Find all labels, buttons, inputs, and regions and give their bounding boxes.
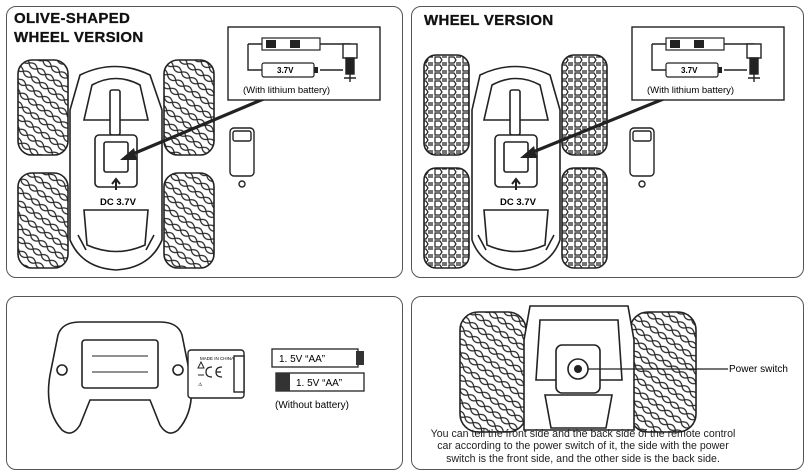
aa-battery-2-label: 1. 5V “AA”: [296, 378, 342, 389]
ce-mark-icon: [205, 366, 223, 378]
olive-wheel-front-right: [163, 59, 215, 156]
olive-wheel-rear-left: [17, 172, 69, 269]
olive-battery-caption: (With lithium battery): [243, 85, 330, 96]
wheel-battery-voltage: 3.7V: [681, 66, 698, 75]
remote-battery-caption: (Without battery): [275, 400, 349, 411]
olive-title-line1: OLIVE-SHAPED: [14, 10, 131, 27]
power-switch-icon: [567, 358, 589, 380]
note-line-3: switch is the front side, and the other …: [446, 452, 720, 465]
power-switch-label: Power switch: [729, 364, 788, 375]
tyre-wheel-front-right: [561, 54, 608, 156]
power-switch-note: You can tell the front side and the back…: [418, 428, 748, 465]
tyre-wheel-front-left: [423, 54, 470, 156]
wheel-charger-module: [629, 127, 655, 188]
tyre-wheel-rear-right: [561, 167, 608, 269]
wheel-usb-plug-icon: [746, 43, 762, 82]
note-line-2: car according to the power switch of it,…: [437, 440, 729, 453]
remote-cover-text: MADE IN CHINA: [200, 356, 234, 361]
olive-charger-module: [229, 127, 255, 188]
remote-cover-mark: ⚠: [198, 382, 203, 388]
olive-wheel-rear-right: [163, 172, 215, 269]
wheel-title: WHEEL VERSION: [424, 12, 554, 29]
olive-battery-voltage: 3.7V: [277, 66, 294, 75]
bottom-wheel-right: [629, 311, 697, 433]
wheel-up-arrow-icon: [511, 177, 521, 190]
aa-battery-2: [275, 372, 365, 392]
wheel-battery-callout: [631, 26, 785, 101]
wheel-pointer-arrow-icon: [520, 96, 667, 158]
aa-battery-1-label: 1. 5V “AA”: [279, 354, 325, 365]
olive-wheel-front-left: [17, 59, 69, 156]
olive-car-body: [69, 65, 163, 271]
remote-controller: [47, 321, 193, 434]
wheel-charge-label: DC 3.7V: [500, 197, 537, 208]
olive-up-arrow-icon: [111, 177, 121, 190]
tyre-wheel-rear-left: [423, 167, 470, 269]
aa-battery-1: [271, 348, 364, 368]
olive-charge-label: DC 3.7V: [100, 197, 137, 208]
wheel-battery-caption: (With lithium battery): [647, 85, 734, 96]
olive-title-line2: WHEEL VERSION: [14, 29, 144, 46]
recycle-icon: [197, 360, 205, 376]
bottom-wheel-left: [459, 311, 527, 433]
wheel-car-body: [471, 65, 561, 271]
note-line-1: You can tell the front side and the back…: [430, 428, 736, 440]
olive-usb-plug-icon: [342, 43, 358, 82]
olive-pointer-arrow-icon: [120, 96, 267, 160]
